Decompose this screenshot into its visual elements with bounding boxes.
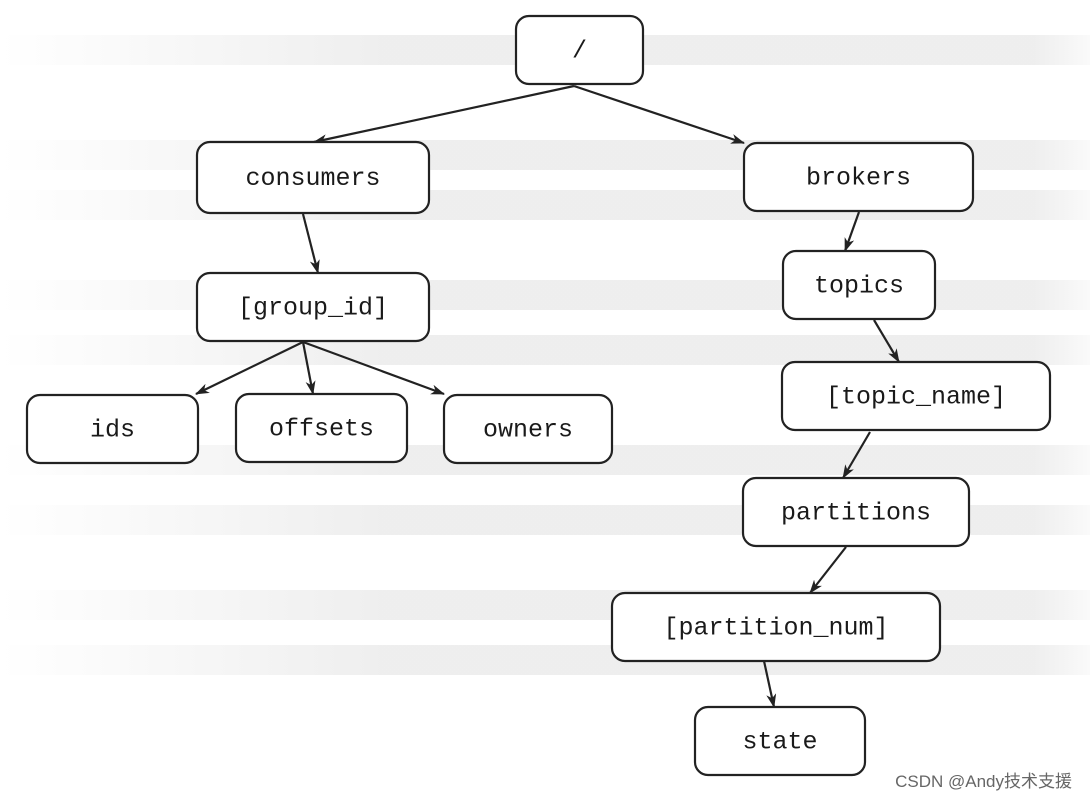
node-label: / (572, 37, 587, 66)
node-partitions: partitions (741, 476, 971, 548)
node-label: state (742, 728, 817, 757)
edge-topic-name-to-partitions (842, 431, 871, 479)
node-consumers: consumers (195, 140, 431, 215)
node-label: owners (483, 416, 573, 445)
node-topic-name: [topic_name] (780, 360, 1052, 432)
edges (195, 84, 900, 708)
node-box (25, 393, 200, 465)
node-box (195, 271, 431, 343)
edge-topics-to-topic-name (873, 319, 900, 363)
node-label: ids (90, 416, 135, 445)
node-box (741, 476, 971, 548)
node-label: offsets (269, 415, 374, 444)
node-box (442, 393, 614, 465)
node-box (195, 140, 431, 215)
nodes: / consumers brokers [group_id]ids offsets own… (25, 14, 1052, 777)
node-root: / (514, 14, 645, 86)
edge-group-id-to-ids (195, 341, 304, 395)
node-topics: topics (781, 249, 937, 321)
edge-root-to-consumers (313, 84, 575, 145)
node-box (781, 249, 937, 321)
node-label: [group_id] (238, 294, 388, 323)
edge-partition-num-to-state (762, 660, 777, 708)
node-state: state (693, 705, 867, 777)
node-label: [partition_num] (663, 614, 888, 643)
node-partition-num: [partition_num] (610, 591, 942, 663)
node-owners: owners (442, 393, 614, 465)
edge-consumers-to-group-id (301, 213, 320, 274)
node-label: [topic_name] (826, 383, 1006, 412)
edge-brokers-to-topics (843, 211, 861, 252)
node-label: topics (814, 272, 904, 301)
node-label: brokers (806, 164, 911, 193)
edge-group-id-to-owners (302, 340, 445, 396)
node-brokers: brokers (742, 141, 975, 213)
node-box (610, 591, 942, 663)
node-box (693, 705, 867, 777)
node-ids: ids (25, 393, 200, 465)
node-box (234, 392, 409, 464)
node-group-id: [group_id] (195, 271, 431, 343)
edge-root-to-brokers (573, 84, 745, 145)
edge-group-id-to-offsets (301, 341, 316, 395)
node-box (780, 360, 1052, 432)
watermark: CSDN @Andy技术支援 (895, 772, 1072, 791)
node-offsets: offsets (234, 392, 409, 464)
node-label: consumers (245, 164, 380, 193)
node-box (514, 14, 645, 86)
node-box (742, 141, 975, 213)
node-label: partitions (781, 499, 931, 528)
edge-partitions-to-partition-num (809, 546, 847, 594)
